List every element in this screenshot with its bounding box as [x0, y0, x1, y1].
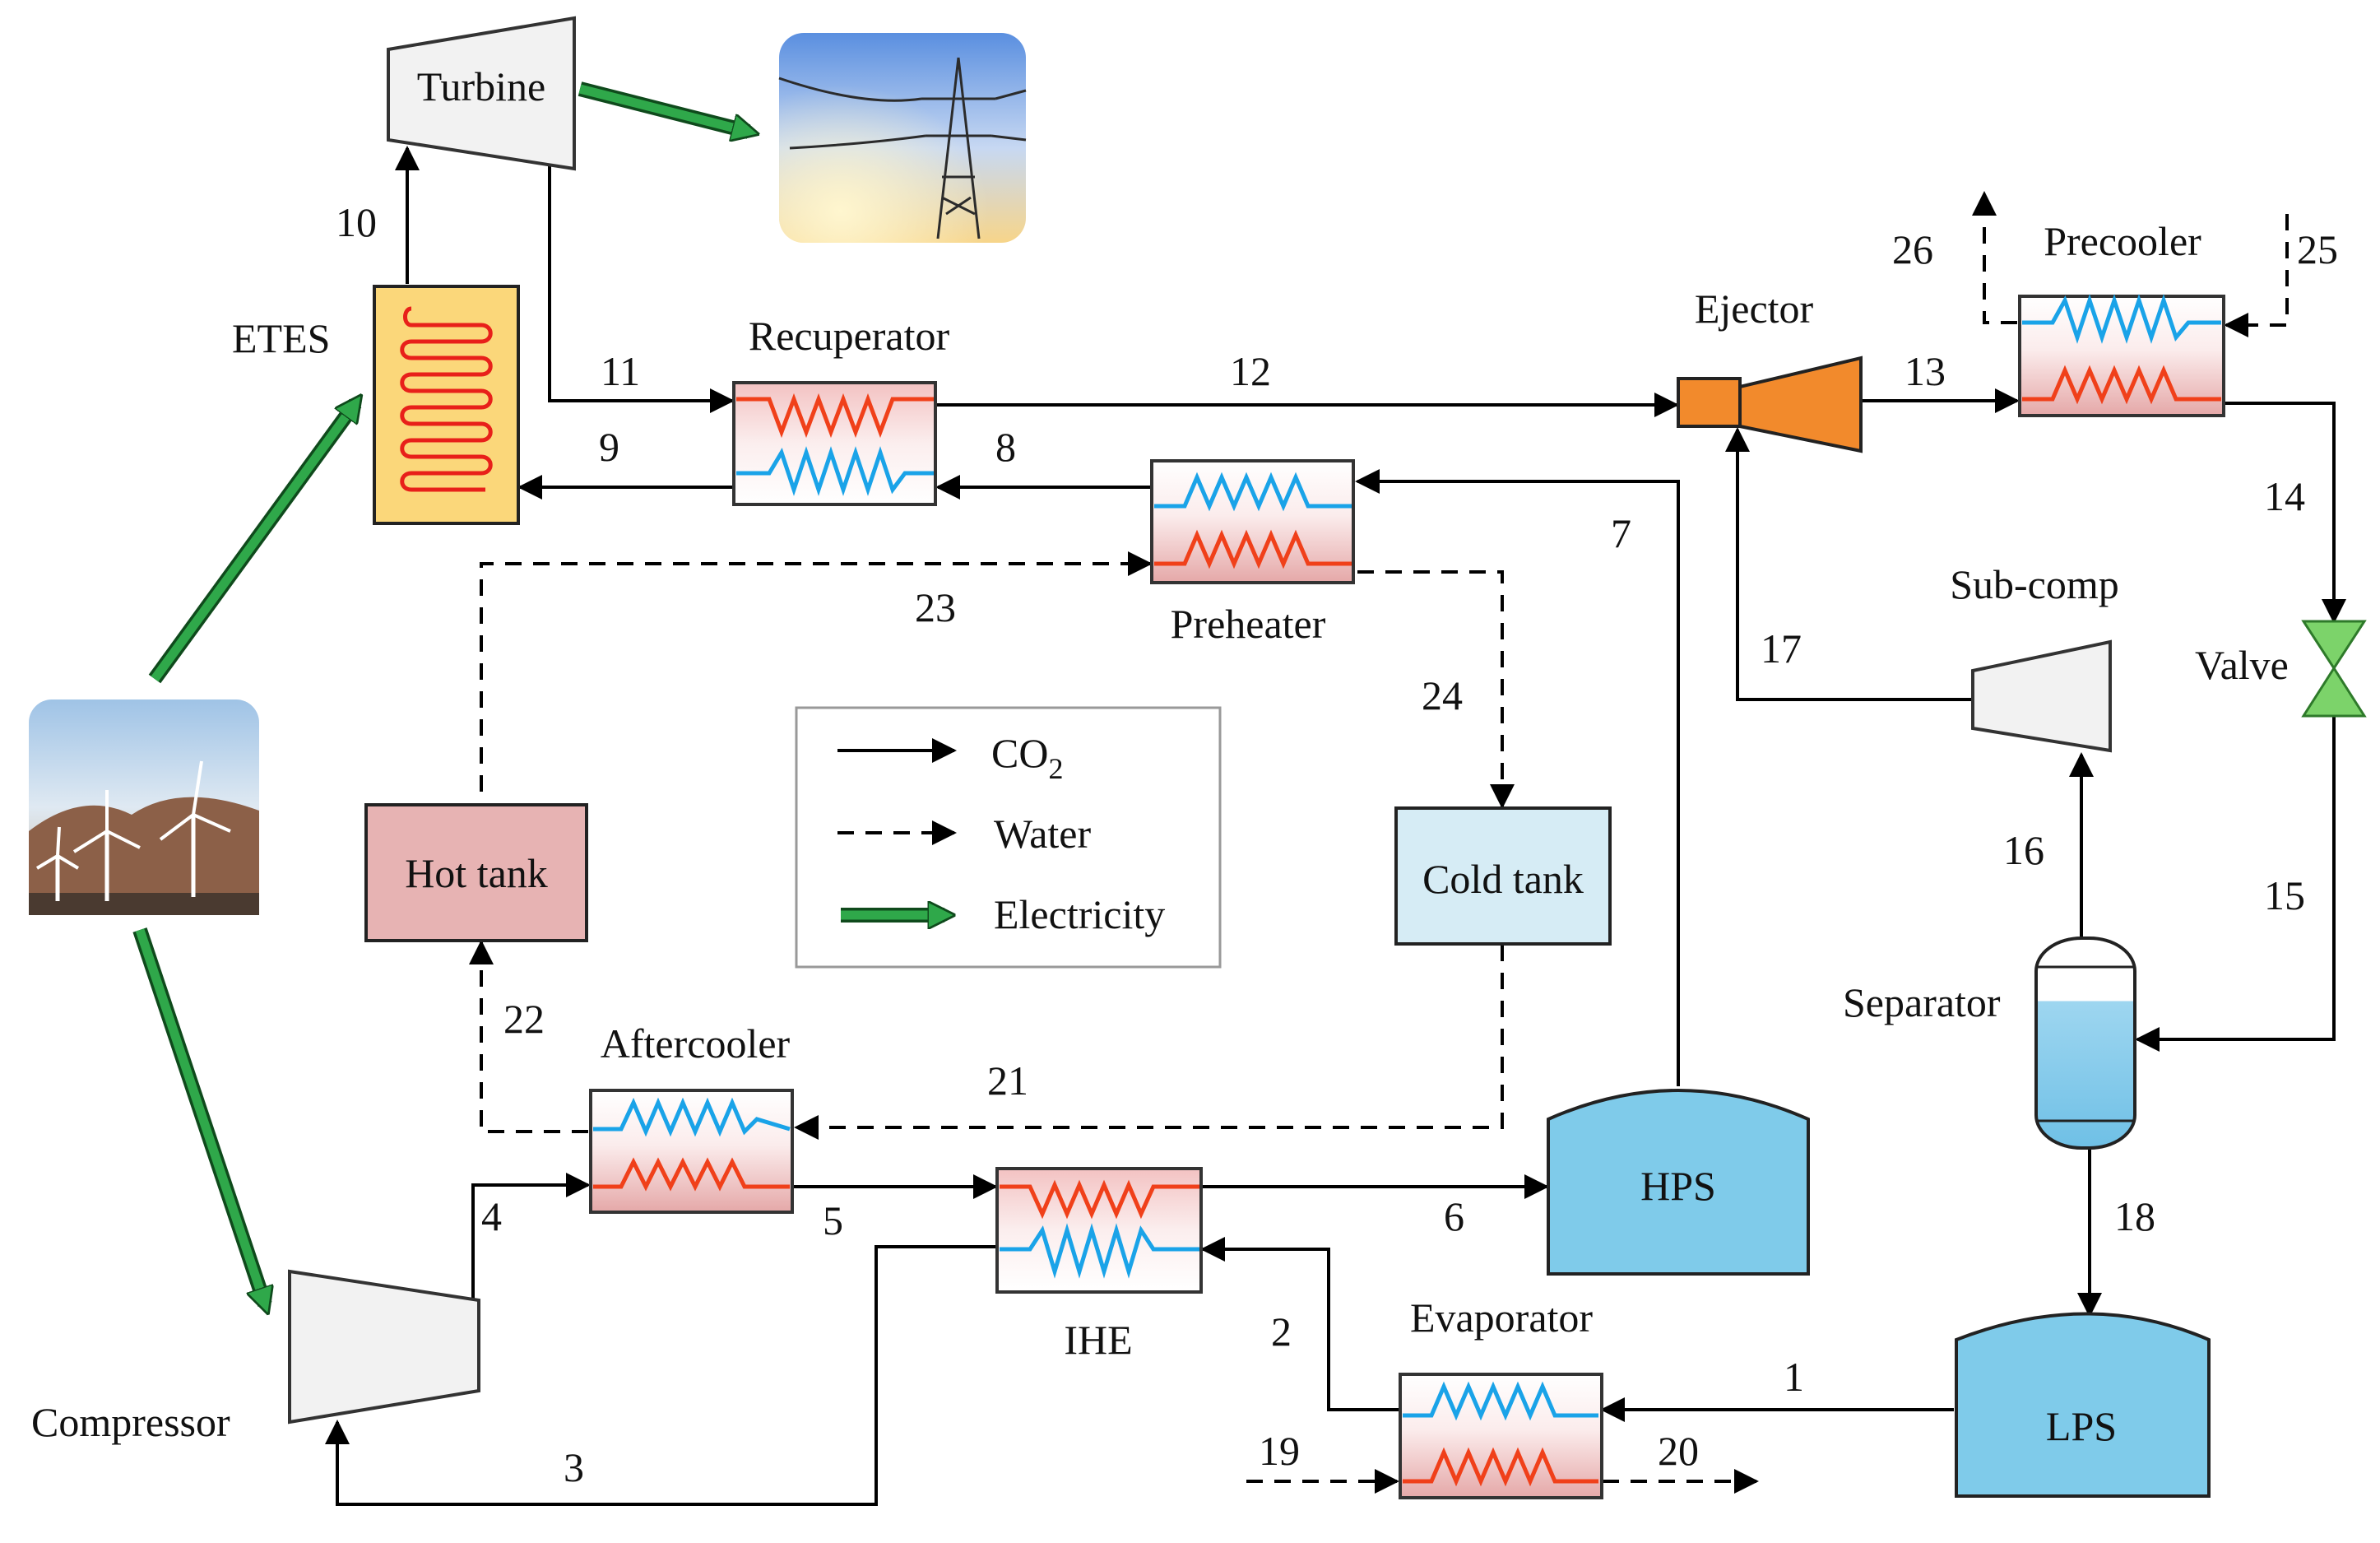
compressor-label: Compressor	[31, 1399, 230, 1445]
ihe: IHE	[995, 1167, 1203, 1363]
hps: HPS	[1547, 1089, 1810, 1276]
aftercooler-label: Aftercooler	[601, 1020, 791, 1067]
turbine-label: Turbine	[417, 63, 546, 109]
legend-water: Water	[994, 811, 1091, 857]
legend: CO2 Water Electricity	[795, 706, 1222, 969]
state-12: 12	[1230, 348, 1271, 394]
separator: Separator	[1843, 936, 2136, 1150]
power-transmission-tower-icon	[778, 33, 1027, 243]
state-22: 22	[503, 996, 545, 1042]
state-14: 14	[2264, 473, 2305, 519]
state-18: 18	[2114, 1193, 2155, 1239]
state-10: 10	[336, 199, 377, 245]
state-1: 1	[1784, 1354, 1804, 1400]
hot-tank: Hot tank	[364, 803, 588, 942]
legend-co2: CO2	[991, 730, 1063, 785]
hot-tank-label: Hot tank	[405, 850, 548, 896]
state-24: 24	[1422, 672, 1463, 718]
state-19: 19	[1259, 1428, 1300, 1474]
wind-turbine-icon	[29, 699, 259, 915]
ejector-label: Ejector	[1695, 286, 1814, 332]
state-15: 15	[2264, 872, 2305, 918]
sub-comp-label: Sub-comp	[1950, 561, 2119, 607]
state-9: 9	[599, 424, 619, 470]
preheater-label: Preheater	[1171, 601, 1326, 647]
recuperator-label: Recuperator	[749, 313, 950, 359]
cold-tank-label: Cold tank	[1422, 856, 1584, 902]
state-5: 5	[823, 1197, 843, 1243]
state-6: 6	[1444, 1193, 1464, 1239]
cold-tank: Cold tank	[1394, 806, 1612, 946]
ihe-label: IHE	[1064, 1317, 1132, 1363]
state-4: 4	[481, 1193, 502, 1239]
state-20: 20	[1658, 1428, 1699, 1474]
electricity-arrow-turbine-fill	[578, 84, 749, 132]
recuperator: Recuperator	[732, 313, 950, 506]
lps-label: LPS	[2046, 1403, 2117, 1449]
sub-compressor: Sub-comp	[1950, 561, 2119, 753]
electricity-arrow-etes-fill	[151, 403, 355, 682]
lps: LPS	[1955, 1312, 2211, 1498]
etes: ETES	[232, 285, 520, 525]
state-2: 2	[1271, 1308, 1292, 1355]
electricity-arrow-compressor-fill	[135, 928, 265, 1304]
turbine: Turbine	[387, 16, 576, 171]
etes-label: ETES	[232, 315, 330, 361]
valve-label: Valve	[2195, 642, 2289, 688]
ejector: Ejector	[1677, 286, 1863, 453]
state-25: 25	[2297, 226, 2338, 272]
preheater: Preheater	[1150, 459, 1355, 647]
aftercooler: Aftercooler	[589, 1020, 794, 1214]
legend-electricity: Electricity	[994, 891, 1165, 937]
state-16: 16	[2003, 827, 2044, 873]
separator-label: Separator	[1843, 979, 2001, 1025]
hps-label: HPS	[1640, 1163, 1716, 1209]
state-21: 21	[987, 1057, 1028, 1104]
state-7: 7	[1611, 510, 1631, 556]
co2-pipes	[325, 140, 2346, 1506]
state-8: 8	[995, 424, 1016, 470]
state-17: 17	[1761, 625, 1802, 672]
compressor: Compressor	[31, 1269, 480, 1445]
evaporator: Evaporator	[1399, 1294, 1603, 1499]
precooler-label: Precooler	[2044, 218, 2201, 264]
state-26: 26	[1892, 226, 1933, 272]
state-13: 13	[1904, 348, 1946, 394]
valve: Valve	[2195, 620, 2367, 718]
evaporator-label: Evaporator	[1410, 1294, 1593, 1341]
state-3: 3	[564, 1444, 584, 1490]
state-23: 23	[915, 584, 956, 630]
water-pipes	[469, 191, 2289, 1494]
state-11: 11	[601, 348, 640, 394]
precooler: Precooler	[2018, 218, 2225, 417]
state-numbers: 10 11 12 13 14 15 16 17 18 19 20 21 22 2…	[336, 199, 2338, 1490]
